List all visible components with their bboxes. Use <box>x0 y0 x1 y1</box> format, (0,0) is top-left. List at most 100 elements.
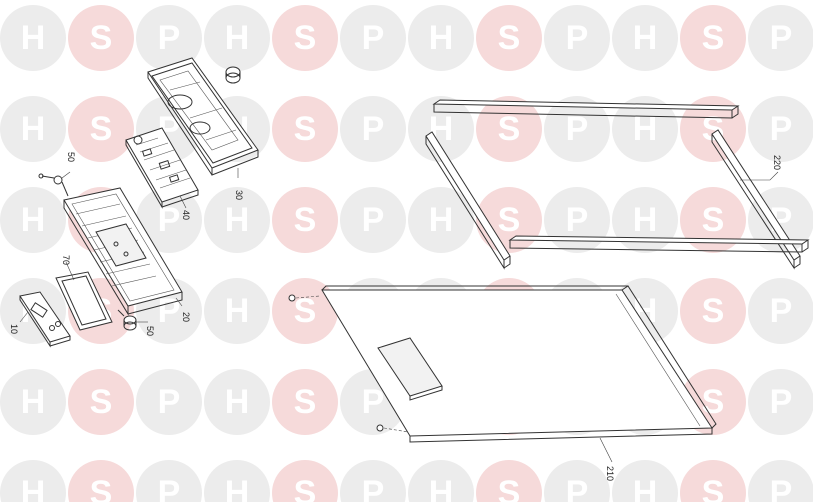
watermark-letter: S <box>702 292 725 330</box>
watermark-circle <box>136 369 202 435</box>
watermark-letter: S <box>90 474 113 502</box>
watermark-circle <box>204 5 270 71</box>
watermark-circle <box>340 187 406 253</box>
watermark-letter: P <box>362 383 385 421</box>
watermark-letter: S <box>498 19 521 57</box>
watermark-circle <box>612 96 678 162</box>
watermark-circle <box>748 369 813 435</box>
watermark-letter: P <box>770 383 793 421</box>
watermark-letter: P <box>362 19 385 57</box>
leader-lines <box>19 168 779 463</box>
watermark-circle <box>612 5 678 71</box>
watermark-letter: H <box>225 19 250 57</box>
watermark-circle <box>0 369 66 435</box>
watermark-circle <box>476 96 542 162</box>
part-50-fitting-bottom <box>117 309 137 331</box>
watermark-circle <box>680 187 746 253</box>
callout-70: 70 <box>61 255 71 265</box>
watermark-letter: S <box>702 474 725 502</box>
watermark-circle <box>340 96 406 162</box>
watermark-letter: P <box>158 383 181 421</box>
watermark-circle <box>408 460 474 502</box>
watermark-letter: P <box>770 19 793 57</box>
watermark-circle <box>612 187 678 253</box>
watermark-circle <box>68 460 134 502</box>
watermark-letter: P <box>770 292 793 330</box>
screw-upper <box>288 294 321 302</box>
watermark-letter: H <box>429 201 454 239</box>
watermark-letter: H <box>225 474 250 502</box>
part-50-fitting-top <box>38 173 69 197</box>
callout-50-top: 50 <box>66 152 76 162</box>
watermark-circle <box>272 187 338 253</box>
watermark-circle <box>68 5 134 71</box>
watermark-circle <box>748 460 813 502</box>
watermark-letter: S <box>294 110 317 148</box>
watermark-circle <box>544 5 610 71</box>
watermark-circle <box>204 460 270 502</box>
watermark-circle <box>748 96 813 162</box>
watermark-letter: S <box>294 383 317 421</box>
watermark-letter: P <box>566 474 589 502</box>
watermark-circle <box>204 278 270 344</box>
watermark-circle <box>612 460 678 502</box>
callout-30: 30 <box>234 190 244 200</box>
part-70-gasket <box>55 271 113 331</box>
watermark-circle <box>0 460 66 502</box>
watermark-letter: H <box>429 474 454 502</box>
watermark-circle <box>0 187 66 253</box>
watermark-letter: H <box>225 292 250 330</box>
watermark-letter: H <box>225 201 250 239</box>
watermark-letter: S <box>90 19 113 57</box>
watermark-circle <box>68 96 134 162</box>
callout-50-bottom: 50 <box>145 326 155 336</box>
watermark-circle <box>136 460 202 502</box>
watermark-letter: S <box>702 19 725 57</box>
watermark-circle <box>544 460 610 502</box>
watermark-circle <box>680 96 746 162</box>
callout-210: 210 <box>605 466 615 481</box>
watermark-circle <box>408 5 474 71</box>
watermark-letter: P <box>770 110 793 148</box>
part-20-chassis <box>63 187 183 316</box>
watermark-letter: S <box>294 474 317 502</box>
watermark-circle <box>0 96 66 162</box>
part-210-panel <box>321 285 717 443</box>
watermark-letter: H <box>633 19 658 57</box>
watermark-letter: P <box>158 474 181 502</box>
watermark-circle <box>680 5 746 71</box>
callout-220: 220 <box>772 155 782 170</box>
watermark-circle <box>680 278 746 344</box>
watermark-letter: H <box>225 383 250 421</box>
watermark-letter: S <box>90 110 113 148</box>
callout-40: 40 <box>181 210 191 220</box>
watermark-letter: H <box>21 383 46 421</box>
callout-10: 10 <box>9 324 19 334</box>
watermark-letter: P <box>566 201 589 239</box>
watermark-letter: P <box>770 474 793 502</box>
watermark-circle <box>544 96 610 162</box>
watermark-letter: S <box>498 474 521 502</box>
watermark-letter: P <box>362 110 385 148</box>
watermark-letter: P <box>362 201 385 239</box>
watermark-letter: H <box>21 19 46 57</box>
callout-20: 20 <box>181 312 191 322</box>
watermark-letter: P <box>158 19 181 57</box>
part-10-fascia <box>19 291 71 348</box>
watermark-letter: S <box>498 201 521 239</box>
watermark-circle <box>204 369 270 435</box>
watermark-circle <box>476 5 542 71</box>
part-220-rails <box>425 99 810 270</box>
watermark-circle <box>272 96 338 162</box>
watermark-letter: H <box>429 19 454 57</box>
watermark-circle <box>68 369 134 435</box>
watermark-letter: S <box>702 201 725 239</box>
callout-labels: 30 40 20 50 50 70 10 210 220 <box>9 152 782 481</box>
watermark-circle <box>340 5 406 71</box>
watermark-letter: S <box>294 201 317 239</box>
watermark-circle <box>408 187 474 253</box>
watermark-letter: P <box>362 474 385 502</box>
watermark-letter: H <box>21 474 46 502</box>
watermark-letter: S <box>702 383 725 421</box>
